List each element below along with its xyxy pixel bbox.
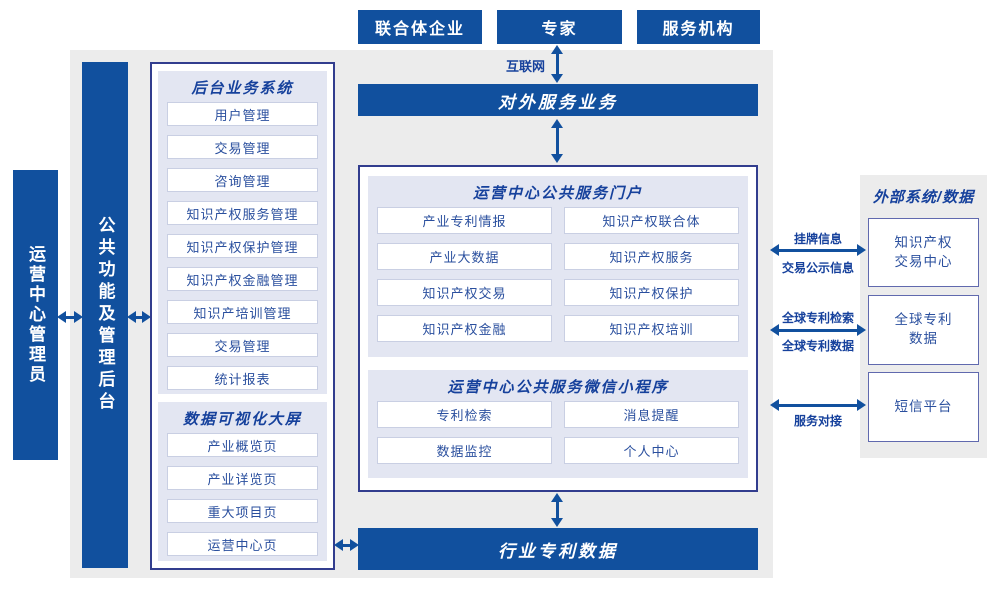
dashboard-items: 产业概览页 产业详览页 重大项目页 运营中心页 [167,433,318,556]
external-box-sms-platform: 短信平台 [868,372,979,442]
list-item: 知识产权交易 [377,279,552,306]
list-item: 专利检索 [377,401,552,428]
list-item: 知识产权保护管理 [167,234,318,258]
industry-data-bar: 行业专利数据 [358,528,758,570]
actor-box-service-org: 服务机构 [637,10,760,44]
arrow-portal-industry-icon [551,493,563,527]
backend-system-title: 后台业务系统 [191,80,294,97]
list-item: 产业专利情报 [377,207,552,234]
list-item: 统计报表 [167,366,318,390]
actor-box-expert: 专家 [497,10,622,44]
arrow-backend-container-icon [127,311,151,323]
backend-system-items: 用户管理 交易管理 咨询管理 知识产权服务管理 知识产权保护管理 知识产权金融管… [167,102,318,390]
arrow-ip-trade-icon [770,244,866,256]
backend-system-section: 后台业务系统 用户管理 交易管理 咨询管理 知识产权服务管理 知识产权保护管理 … [158,71,327,394]
external-box-line: 数据 [909,331,938,346]
internet-label: 互联网 [505,59,545,74]
miniprogram-title: 运营中心公共服务微信小程序 [447,379,669,396]
portal-items: 产业专利情报 知识产权联合体 产业大数据 知识产权服务 知识产权交易 知识产权保… [377,207,739,342]
sidebar-backend-functions: 公共功能及管理后台 [82,62,128,568]
sidebar-operations-admin: 运营中心管理员 [13,170,58,460]
external-box-ip-trade-center: 知识产权 交易中心 [868,218,979,287]
list-item: 个人中心 [564,437,739,464]
arrow-sms-icon [770,399,866,411]
list-item: 数据监控 [377,437,552,464]
external-panel-title: 外部系统/数据 [872,189,975,206]
list-item: 交易管理 [167,333,318,357]
list-item: 重大项目页 [167,499,318,523]
actor-box-consortium: 联合体企业 [358,10,482,44]
list-item: 知识产权服务管理 [167,201,318,225]
link-label-global-search: 全球专利检索 [781,311,854,325]
external-box-line: 全球专利 [894,312,953,328]
arrow-admin-backend-icon [57,311,83,323]
link-label-service-connect: 服务对接 [793,414,842,428]
link-label-global-data: 全球专利数据 [781,339,854,353]
miniprogram-items: 专利检索 消息提醒 数据监控 个人中心 [377,401,739,464]
list-item: 知识产权金融管理 [167,267,318,291]
list-item: 产业概览页 [167,433,318,457]
list-item: 知识产权培训 [564,315,739,342]
external-box-global-patent-data: 全球专利 数据 [868,295,979,365]
list-item: 产业详览页 [167,466,318,490]
portal-title: 运营中心公共服务门户 [472,185,643,202]
list-item: 用户管理 [167,102,318,126]
miniprogram-section: 运营中心公共服务微信小程序 专利检索 消息提醒 数据监控 个人中心 [368,370,748,478]
list-item: 知识产权金融 [377,315,552,342]
list-item: 知识产权服务 [564,243,739,270]
dashboard-section: 数据可视化大屏 产业概览页 产业详览页 重大项目页 运营中心页 [158,402,327,561]
arrow-service-portal-icon [551,119,563,163]
arrow-internet-icon [551,45,563,83]
external-service-bar: 对外服务业务 [358,84,758,116]
external-box-line: 知识产权 [894,234,953,250]
list-item: 消息提醒 [564,401,739,428]
list-item: 运营中心页 [167,532,318,556]
arrow-global-patent-icon [770,324,866,336]
external-box-line: 短信平台 [894,398,953,414]
list-item: 知识产培训管理 [167,300,318,324]
list-item: 产业大数据 [377,243,552,270]
list-item: 知识产权保护 [564,279,739,306]
external-box-line: 交易中心 [894,253,953,269]
arrow-dashboard-industry-icon [334,539,359,551]
list-item: 交易管理 [167,135,318,159]
dashboard-title: 数据可视化大屏 [182,411,302,428]
portal-section: 运营中心公共服务门户 产业专利情报 知识产权联合体 产业大数据 知识产权服务 知… [368,176,748,357]
link-label-listing-info: 挂牌信息 [793,232,842,246]
link-label-trade-publicity: 交易公示信息 [781,261,854,275]
list-item: 咨询管理 [167,168,318,192]
list-item: 知识产权联合体 [564,207,739,234]
